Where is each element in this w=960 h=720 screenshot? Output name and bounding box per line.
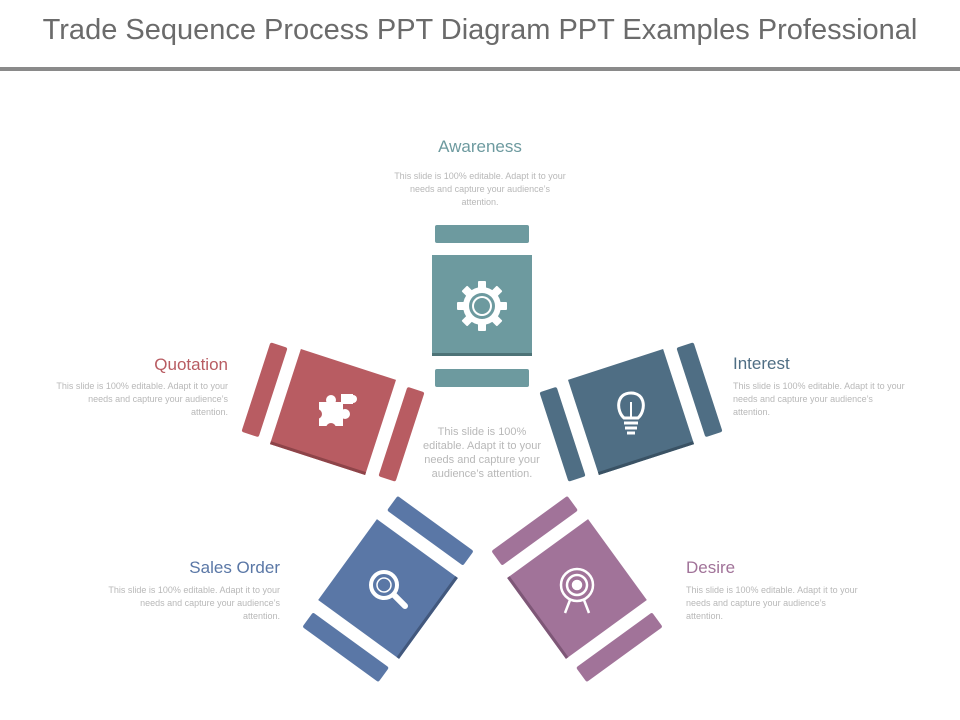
step-awareness <box>432 225 532 387</box>
desc-awareness: This slide is 100% editable. Adapt it to… <box>394 171 566 207</box>
desire-outer-bar-1 <box>492 496 578 565</box>
awareness-panel-shadow <box>432 353 532 356</box>
step-quotation <box>241 342 425 482</box>
desc-quotation: This slide is 100% editable. Adapt it to… <box>56 381 228 417</box>
target-icon <box>559 567 595 614</box>
quotation-panel-shadow <box>269 441 367 476</box>
sales-order-panel-shadow <box>396 576 458 659</box>
label-quotation: Quotation <box>154 355 228 374</box>
interest-outer-bar-1 <box>539 387 586 482</box>
interest-outer-bar-2 <box>676 342 723 437</box>
desire-outer-bar-2 <box>576 613 662 682</box>
title-divider <box>0 67 960 71</box>
lightbulb-icon <box>617 391 645 435</box>
quotation-outer-bar-1 <box>241 342 288 437</box>
label-interest: Interest <box>733 354 790 373</box>
quotation-outer-bar-2 <box>378 387 425 482</box>
awareness-top-bar <box>435 225 529 243</box>
desc-sales-order: This slide is 100% editable. Adapt it to… <box>108 585 280 621</box>
sales-order-outer-bar-2 <box>303 613 389 682</box>
desire-panel-shadow <box>507 576 569 659</box>
sales-order-outer-bar-1 <box>387 496 473 565</box>
gear-icon <box>457 281 507 331</box>
magnifier-icon <box>369 570 408 609</box>
step-interest <box>539 342 723 482</box>
desc-interest: This slide is 100% editable. Adapt it to… <box>733 381 905 417</box>
awareness-bottom-bar <box>435 369 529 387</box>
label-sales-order: Sales Order <box>189 558 280 577</box>
step-sales-order <box>303 496 473 682</box>
puzzle-icon <box>312 394 357 433</box>
interest-panel-shadow <box>597 441 695 476</box>
slide-title: Trade Sequence Process PPT Diagram PPT E… <box>42 14 918 46</box>
step-desire <box>492 496 662 682</box>
center-description: This slide is 100% editable. Adapt it to… <box>422 426 542 480</box>
label-awareness: Awareness <box>438 137 522 156</box>
desc-desire: This slide is 100% editable. Adapt it to… <box>686 585 858 621</box>
label-desire: Desire <box>686 558 736 577</box>
